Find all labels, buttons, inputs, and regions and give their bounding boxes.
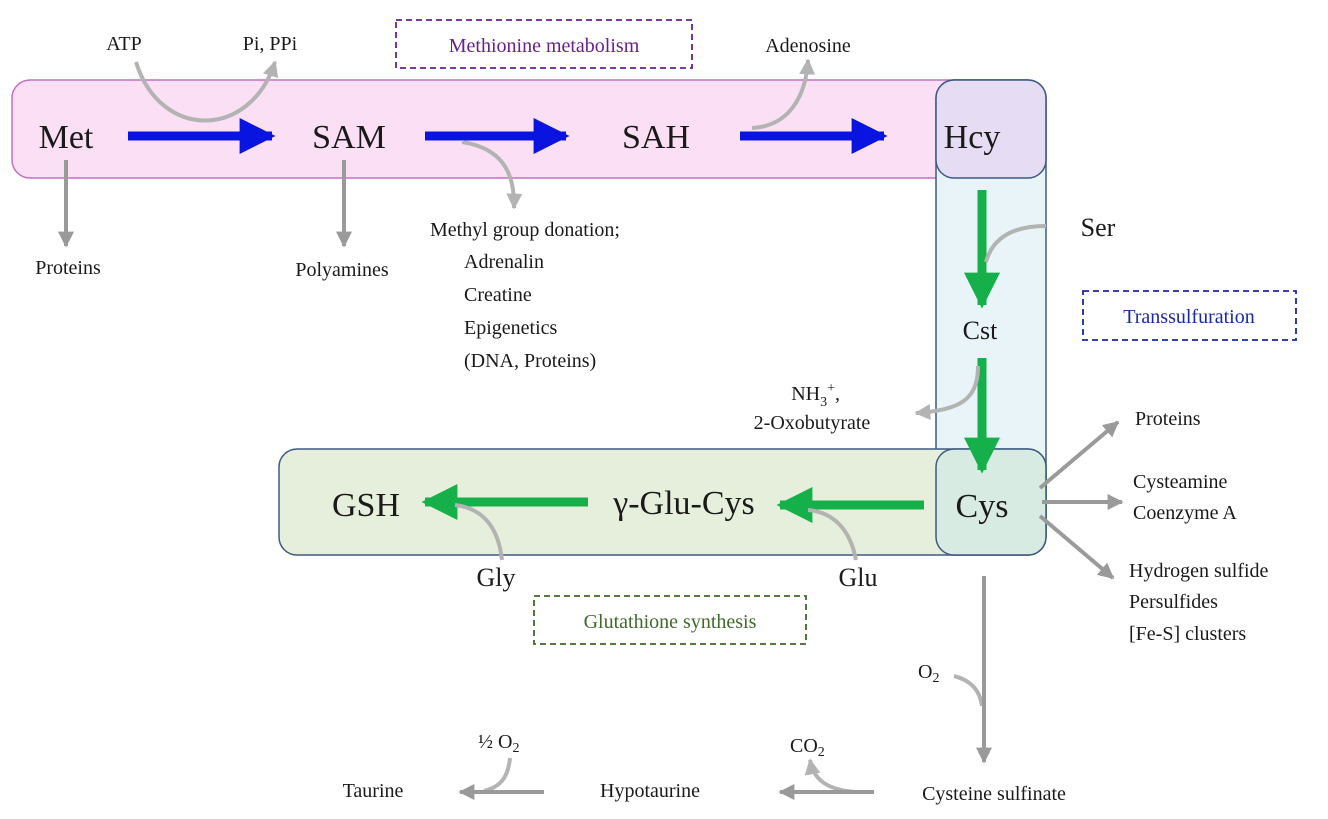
- methionine-region: [11, 79, 1047, 179]
- label-ser: Ser: [1081, 213, 1116, 242]
- label-sulfide: Hydrogen sulfide Persulfides [Fe-S] clus…: [1129, 560, 1273, 645]
- node-met: Met: [39, 119, 94, 156]
- label-atp: ATP: [106, 33, 142, 55]
- curve-sam-methyl: [461, 140, 523, 210]
- label-nh3: NH3+,: [791, 381, 840, 410]
- methyl-line: (DNA, Proteins): [464, 350, 596, 372]
- curve-glu-in: [807, 508, 858, 561]
- label-cys-proteins: Proteins: [1135, 408, 1201, 430]
- glutathione-title-box: [533, 595, 807, 645]
- node-sam: SAM: [312, 119, 386, 156]
- transsulfuration-title: Transsulfuration: [1123, 306, 1254, 328]
- label-pi-ppi: Pi, PPi: [243, 33, 298, 55]
- hcy-region: [935, 79, 1047, 179]
- label-gly: Gly: [477, 563, 516, 592]
- node-sah: SAH: [622, 119, 690, 156]
- label-oxobutyrate: 2-Oxobutyrate: [754, 412, 871, 434]
- methyl-line: Adrenalin: [464, 251, 544, 273]
- label-polyamines: Polyamines: [295, 259, 389, 281]
- label-met-proteins: Proteins: [35, 257, 101, 279]
- methyl-line: Epigenetics: [464, 317, 558, 339]
- curve-o2-in: [953, 674, 984, 707]
- curve-co2-out: [804, 758, 857, 794]
- glutathione-title: Glutathione synthesis: [584, 611, 757, 633]
- node-cys: Cys: [956, 488, 1009, 525]
- curve-sah-adenosine: [751, 58, 816, 130]
- label-co2: CO2: [790, 735, 825, 760]
- methyl-line: Creatine: [464, 284, 532, 306]
- node-cst: Cst: [963, 316, 998, 345]
- methionine-title: Methionine metabolism: [449, 35, 640, 57]
- methionine-title-box: [395, 19, 693, 69]
- curve-cst-nh3: [914, 365, 980, 420]
- label-hypotaurine: Hypotaurine: [600, 780, 700, 802]
- curve-ser-in: [984, 224, 1047, 263]
- node-gsh: GSH: [332, 487, 400, 524]
- label-o2: O2: [918, 661, 939, 686]
- label-methyl-group: Methyl group donation; Adrenalin Creatin…: [430, 219, 625, 372]
- node-hcy: Hcy: [944, 119, 1001, 156]
- methyl-line: Methyl group donation;: [430, 219, 620, 241]
- label-taurine: Taurine: [343, 780, 404, 802]
- curve-gly-in: [454, 503, 504, 561]
- label-glu: Glu: [839, 563, 878, 592]
- curve-atp-pi: [134, 60, 279, 123]
- arrow-cys-sulfide: [1038, 514, 1115, 580]
- arrow-cys-proteins: [1038, 420, 1120, 490]
- curve-half-o2-in: [483, 757, 512, 793]
- label-adenosine: Adenosine: [765, 35, 851, 57]
- label-cysteine-sulfinate: Cysteine sulfinate: [922, 783, 1066, 805]
- label-half-o2: ½ O2: [478, 731, 519, 756]
- node-gglucys: γ-Glu-Cys: [612, 485, 755, 522]
- label-cysteamine: Cysteamine Coenzyme A: [1133, 471, 1237, 524]
